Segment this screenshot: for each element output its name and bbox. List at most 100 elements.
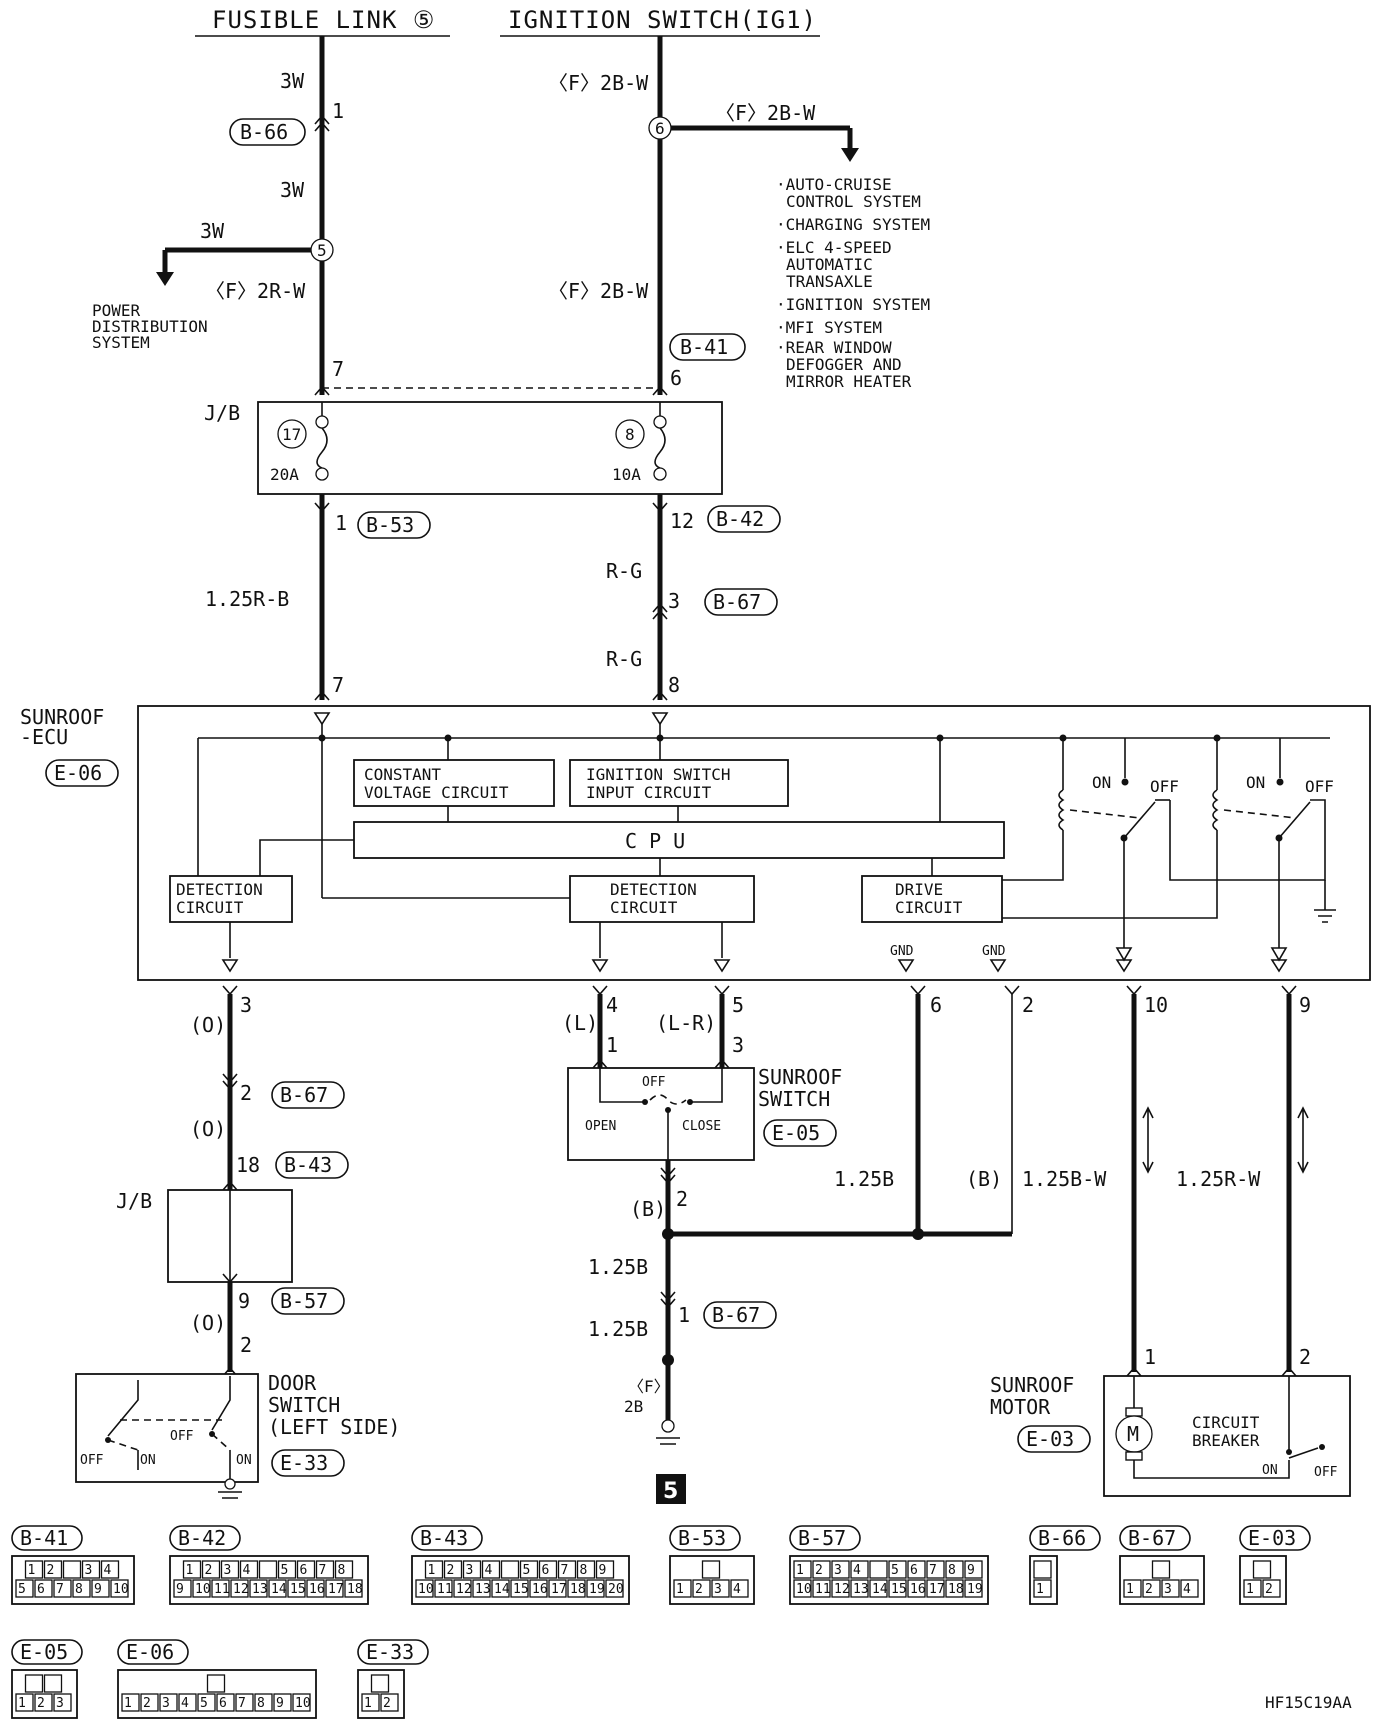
connector-pin-number: 12: [233, 1582, 249, 1597]
sunroof-motor-label: SUNROOF: [990, 1373, 1074, 1397]
connector-pin-number: 6: [300, 1563, 308, 1578]
connector-pin: [110, 1579, 129, 1598]
connector-pin: [53, 1693, 72, 1712]
connector-pin: [182, 1560, 202, 1579]
connector-pin: [472, 1579, 491, 1598]
face-id: B-53: [678, 1526, 726, 1550]
connector-pin: [1180, 1579, 1199, 1598]
face-tag: [169, 1525, 241, 1551]
wire-label-125b: 1.25B: [588, 1255, 648, 1279]
connector-pin-number: 3: [224, 1563, 232, 1578]
connector-pin: [926, 1579, 945, 1598]
ecu-wire: [259, 839, 354, 876]
connector-id: B-43: [284, 1153, 332, 1177]
pin-label: 1: [1144, 1345, 1156, 1369]
sunroof-switch-label: SUNROOF: [758, 1065, 842, 1089]
connector-pin: [529, 1579, 548, 1598]
connector-pin-number: 5: [18, 1582, 26, 1597]
connector-pin: [812, 1579, 831, 1598]
block-label: CIRCUIT: [176, 898, 244, 917]
connector-pin-number: 10: [796, 1582, 812, 1597]
fuse-number-17: [277, 419, 307, 449]
block-label: DETECTION: [176, 880, 263, 899]
connector-pin: [1142, 1579, 1161, 1598]
face-id: B-42: [178, 1526, 226, 1550]
connector-pin-number: 1: [1246, 1582, 1254, 1597]
cpu-block: [353, 821, 1005, 859]
connector-pin: [361, 1693, 380, 1712]
connector-pin-number: 19: [589, 1582, 605, 1597]
connector-pin: [230, 1579, 249, 1598]
input-arrow-icon: [651, 712, 669, 726]
pin-label: 1: [332, 99, 344, 123]
connector-tag-e05: [763, 1119, 837, 1147]
sunroof-switch-box: [567, 1067, 755, 1161]
connector-id: E-03: [1026, 1427, 1074, 1451]
connector-pin-number: 2: [205, 1563, 213, 1578]
connector-pin: [869, 1560, 888, 1579]
connector-pin-number: 16: [910, 1582, 926, 1597]
connector-pin: [91, 1579, 110, 1598]
connector-pin: [576, 1560, 596, 1579]
connector-pin: [235, 1693, 254, 1712]
system-label: ·ELC 4-SPEED: [776, 238, 892, 257]
connector-pin-number: 3: [466, 1563, 474, 1578]
wire-label-3w: 3W: [280, 178, 305, 202]
connector-pin: [159, 1693, 178, 1712]
ecu-wire: [1002, 830, 1064, 881]
connector-arrow: [714, 1058, 730, 1069]
connector-arrow: [910, 985, 926, 996]
connector-pin: [793, 1560, 812, 1579]
connector-pin: [964, 1560, 983, 1579]
connector-pin-number: 2: [143, 1696, 151, 1711]
connector-pin: [197, 1693, 216, 1712]
relay-contact: [1121, 778, 1129, 786]
connector-pin-number: 5: [891, 1563, 899, 1578]
connector-pin-number: 1: [796, 1563, 804, 1578]
connector-pin: [34, 1579, 53, 1598]
connector-pin: [812, 1560, 831, 1579]
connector-pin-number: 4: [104, 1563, 112, 1578]
connector-pin: [211, 1579, 230, 1598]
connector-pin-number: 18: [570, 1582, 586, 1597]
face-id: E-06: [126, 1640, 174, 1664]
wire-label-l: (L): [562, 1011, 598, 1035]
connector-pin: [888, 1579, 907, 1598]
circuit-breaker-label: BREAKER: [1192, 1431, 1260, 1450]
wire-label-b: (B): [630, 1197, 666, 1221]
ground-reference-badge: [656, 1474, 686, 1504]
pin-label: 4: [606, 993, 618, 1017]
ignition-switch-input-circuit: [569, 759, 789, 807]
pin-label: 3: [240, 993, 252, 1017]
connector-id: B-53: [366, 513, 414, 537]
door-switch-label: (LEFT SIDE): [268, 1415, 400, 1439]
face-tag: [411, 1525, 483, 1551]
connector-arrow: [314, 385, 330, 396]
power-dist-label: DISTRIBUTION: [92, 317, 208, 336]
block-label: DETECTION: [610, 880, 697, 899]
cpu-label: C P U: [625, 829, 685, 853]
connector-pin-number: 13: [252, 1582, 268, 1597]
system-label: AUTOMATIC: [786, 255, 873, 274]
connector-pin-number: 16: [309, 1582, 325, 1597]
junction-number: 6: [655, 119, 665, 138]
connector-pin-number: 1: [364, 1696, 372, 1711]
connector-arrow: [1126, 985, 1142, 996]
connector-arrow: [314, 114, 330, 132]
connector-pin-number: 7: [561, 1563, 569, 1578]
pin-label: 9: [238, 1289, 250, 1313]
connector-pin: [1243, 1579, 1262, 1598]
wire-label-125rw: 1.25R-W: [1176, 1167, 1261, 1191]
circuit-breaker-label: CIRCUIT: [1192, 1413, 1260, 1432]
connector-pin: [831, 1560, 850, 1579]
connector-pin: [481, 1560, 501, 1579]
sunroof-switch-label: SWITCH: [758, 1087, 830, 1111]
connector-pin: [206, 1674, 226, 1693]
connector-arrow: [1281, 985, 1297, 996]
connector-pin: [273, 1693, 292, 1712]
connector-pin: [1161, 1579, 1180, 1598]
connector-pin: [24, 1674, 44, 1693]
wire-label-125bw: 1.25B-W: [1022, 1167, 1107, 1191]
connector-pin: [306, 1579, 325, 1598]
